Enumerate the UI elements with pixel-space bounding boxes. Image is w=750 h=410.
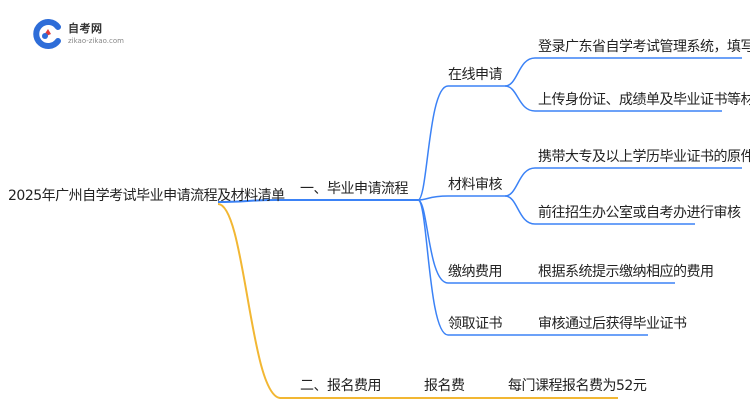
site-logo[interactable]: 自考网 zikao-zikao.com <box>32 18 124 50</box>
leaf-online-1: 登录广东省自学考试管理系统，填写申请信息 <box>538 39 750 55</box>
leaf-review-1: 携带大专及以上学历毕业证书的原件和复印件 <box>538 149 750 165</box>
node-pay-fee: 缴纳费用 <box>448 264 503 280</box>
node-registration-fee: 报名费 <box>424 378 465 394</box>
link-online-leaf1 <box>504 57 742 87</box>
node-material-review: 材料审核 <box>448 177 503 193</box>
link-review-leaf1 <box>504 167 742 197</box>
logo-name: 自考网 <box>68 22 103 35</box>
link-branch1-cert <box>417 199 505 336</box>
leaf-registration-fee-1: 每门课程报名费为52元 <box>508 378 647 394</box>
branch-fee-label: 二、报名费用 <box>300 378 382 394</box>
logo-url: zikao-zikao.com <box>68 37 124 45</box>
root-node: 2025年广州自学考试毕业申请流程及材料清单 <box>8 188 285 204</box>
branch-flow-label: 一、毕业申请流程 <box>300 181 409 197</box>
logo-c-icon <box>33 19 61 49</box>
leaf-online-2: 上传身份证、成绩单及毕业证书等材料 <box>538 92 750 108</box>
link-online-leaf2 <box>504 85 722 112</box>
node-online-apply: 在线申请 <box>448 67 503 83</box>
node-get-certificate: 领取证书 <box>448 316 503 332</box>
leaf-fee-1: 根据系统提示缴纳相应的费用 <box>538 264 714 280</box>
leaf-review-2: 前往招生办公室或自考办进行审核 <box>538 205 741 221</box>
link-review-leaf2 <box>504 195 695 225</box>
leaf-cert-1: 审核通过后获得毕业证书 <box>538 316 687 332</box>
link-root-branch2 <box>217 203 618 399</box>
link-branch1-review <box>417 195 505 201</box>
link-branch1-online <box>417 85 505 201</box>
link-root-branch1 <box>217 199 418 203</box>
